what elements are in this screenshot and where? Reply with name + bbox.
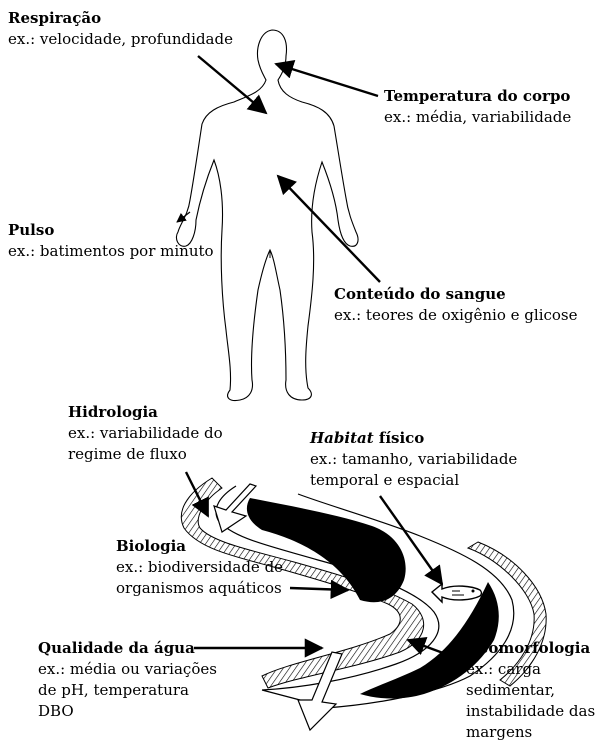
habitat-example-2: temporal e espacial: [310, 470, 517, 491]
label-temperatura: Temperatura do corpo ex.: média, variabi…: [384, 86, 571, 128]
habitat-title-rest: físico: [374, 429, 425, 447]
biologia-example-2: organismos aquáticos: [116, 578, 283, 599]
arrow-respiracao: [198, 56, 266, 113]
geomorfologia-example-2: sedimentar,: [466, 680, 595, 701]
label-pulso: Pulso ex.: batimentos por minuto: [8, 220, 214, 262]
habitat-example-1: ex.: tamanho, variabilidade: [310, 449, 517, 470]
qualidade-example-2: de pH, temperatura: [38, 680, 217, 701]
label-biologia: Biologia ex.: biodiversidade de organism…: [116, 536, 283, 599]
sangue-title: Conteúdo do sangue: [334, 284, 578, 305]
geomorfologia-example-4: margens: [466, 722, 595, 742]
fish-icon: [432, 584, 482, 602]
temperatura-example: ex.: média, variabilidade: [384, 107, 571, 128]
respiracao-title: Respiração: [8, 8, 233, 29]
human-body-outline: [176, 30, 358, 401]
pulso-example: ex.: batimentos por minuto: [8, 241, 214, 262]
label-sangue: Conteúdo do sangue ex.: teores de oxigên…: [334, 284, 578, 326]
hidrologia-title: Hidrologia: [68, 402, 223, 423]
geomorfologia-example-3: instabilidade das: [466, 701, 595, 722]
label-habitat: Habitat físico ex.: tamanho, variabilida…: [310, 428, 517, 491]
biologia-title: Biologia: [116, 536, 283, 557]
label-respiracao: Respiração ex.: velocidade, profundidade: [8, 8, 233, 50]
hidrologia-example-2: regime de fluxo: [68, 444, 223, 465]
arrow-sangue: [278, 176, 380, 282]
label-hidrologia: Hidrologia ex.: variabilidade do regime …: [68, 402, 223, 465]
arrow-biologia: [290, 588, 348, 590]
label-geomorfologia: Geomorfologia ex.: carga sedimentar, ins…: [466, 638, 595, 742]
habitat-title: Habitat físico: [310, 428, 517, 449]
respiracao-example: ex.: velocidade, profundidade: [8, 29, 233, 50]
qualidade-example-1: ex.: média ou variações: [38, 659, 217, 680]
arrow-temperatura: [276, 64, 378, 96]
label-qualidade: Qualidade da água ex.: média ou variaçõe…: [38, 638, 217, 722]
sangue-example: ex.: teores de oxigênio e glicose: [334, 305, 578, 326]
temperatura-title: Temperatura do corpo: [384, 86, 571, 107]
pulso-title: Pulso: [8, 220, 214, 241]
biologia-example-1: ex.: biodiversidade de: [116, 557, 283, 578]
qualidade-example-3: DBO: [38, 701, 217, 722]
geomorfologia-example-1: ex.: carga: [466, 659, 595, 680]
qualidade-title: Qualidade da água: [38, 638, 217, 659]
habitat-title-italic: Habitat: [310, 429, 374, 447]
hidrologia-example-1: ex.: variabilidade do: [68, 423, 223, 444]
geomorfologia-title: Geomorfologia: [466, 638, 595, 659]
